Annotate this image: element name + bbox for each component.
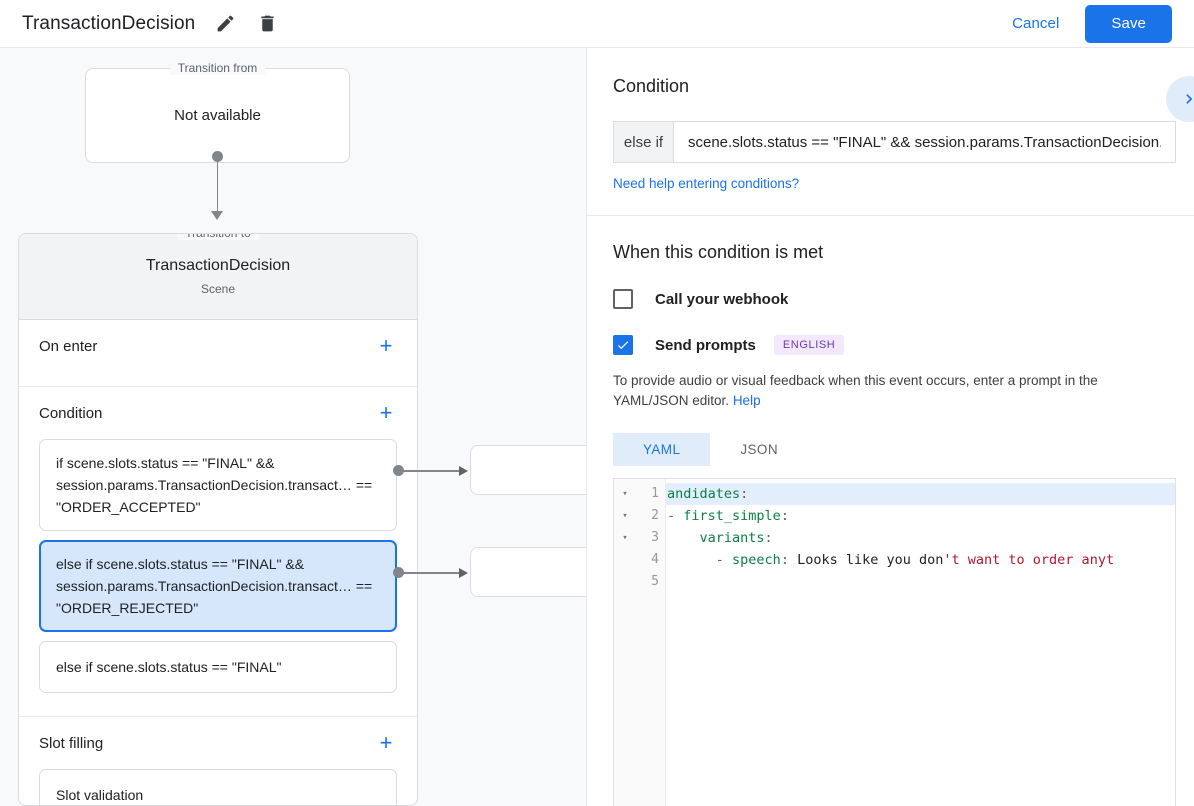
flow-canvas: Transition from Not available Transition… — [0, 48, 586, 806]
section-slot-filling: Slot filling + Slot validation — [19, 717, 417, 805]
panel-when-met-section: When this condition is met Call your web… — [587, 216, 1194, 806]
save-button[interactable]: Save — [1085, 4, 1172, 43]
line-number: 3 — [651, 530, 659, 545]
condition-edge-1 — [398, 470, 466, 472]
section-condition-header: Condition + — [39, 387, 397, 439]
code-token: andidates — [667, 486, 741, 502]
tab-yaml[interactable]: YAML — [613, 433, 711, 466]
language-badge: ENGLISH — [773, 335, 845, 355]
line-number: 5 — [651, 574, 659, 589]
prompts-description: To provide audio or visual feedback when… — [613, 371, 1168, 411]
yaml-code-editor[interactable]: ▾ ▾ ▾ 1 2 3 4 5 andidates:- first_simple… — [613, 478, 1176, 806]
line-number: 2 — [651, 508, 659, 523]
code-line: - speech: Looks like you don't want to o… — [666, 549, 1175, 571]
condition-detail-panel: Condition else if Need help entering con… — [586, 48, 1194, 806]
code-token: first_simple — [683, 508, 781, 524]
condition-item-selected[interactable]: else if scene.slots.status == "FINAL" &&… — [39, 540, 397, 632]
add-on-enter-button[interactable]: + — [379, 333, 393, 358]
condition-item[interactable]: else if scene.slots.status == "FINAL" — [39, 641, 397, 693]
top-bar: TransactionDecision Cancel Save — [0, 0, 1194, 48]
page-title: TransactionDecision — [22, 12, 196, 34]
target-node-1[interactable] — [470, 445, 586, 495]
condition-edge-arrow-1 — [459, 466, 468, 476]
line-number: 4 — [651, 552, 659, 567]
editor-code-area[interactable]: andidates:- first_simple: variants: - sp… — [666, 479, 1175, 806]
condition-edge-arrow-2 — [459, 568, 468, 578]
trash-delete-icon[interactable] — [255, 12, 279, 36]
fold-caret-icon[interactable]: ▾ — [622, 511, 628, 521]
when-condition-met-title: When this condition is met — [613, 242, 824, 262]
panel-top-section: Condition else if Need help entering con… — [587, 48, 1194, 193]
send-prompts-row[interactable]: Send prompts ENGLISH — [613, 335, 1168, 355]
cancel-button[interactable]: Cancel — [996, 7, 1075, 40]
code-token — [667, 530, 700, 546]
section-on-enter-title: On enter — [39, 337, 98, 355]
chevron-right-icon[interactable] — [1166, 76, 1194, 122]
code-token: Looks like you don — [788, 552, 944, 568]
condition-prefix-label: else if — [614, 122, 674, 162]
transition-to-legend: Transition to — [177, 234, 259, 240]
code-token: - — [667, 552, 733, 568]
scene-subtitle: Scene — [200, 282, 236, 296]
send-prompts-label: Send prompts — [655, 336, 756, 354]
condition-edge-2 — [398, 572, 466, 574]
section-slot-filling-title: Slot filling — [39, 734, 104, 752]
transition-from-value: Not available — [174, 107, 261, 124]
add-slot-filling-button[interactable]: + — [379, 730, 393, 755]
fold-caret-icon[interactable]: ▾ — [622, 533, 628, 543]
transition-to-card: Transition to TransactionDecision Scene … — [18, 233, 418, 806]
code-token: speech — [732, 552, 781, 568]
fold-caret-icon[interactable]: ▾ — [622, 489, 628, 499]
condition-item[interactable]: if scene.slots.status == "FINAL" && sess… — [39, 439, 397, 531]
code-line: - first_simple: — [666, 505, 1175, 527]
transition-from-card[interactable]: Transition from Not available — [85, 61, 350, 163]
code-line: andidates: — [666, 483, 1175, 505]
connector-line-vertical — [216, 156, 218, 213]
scene-header[interactable]: TransactionDecision Scene — [19, 234, 417, 320]
section-slot-filling-header: Slot filling + — [39, 717, 397, 769]
code-token: - — [667, 508, 684, 524]
code-line — [666, 571, 1175, 593]
call-webhook-checkbox[interactable] — [613, 289, 633, 309]
section-condition-title: Condition — [39, 404, 103, 422]
code-token: : — [780, 508, 789, 524]
code-token: variants — [699, 530, 765, 546]
editor-format-tabs: YAML JSON — [613, 433, 1168, 466]
condition-help-link[interactable]: Need help entering conditions? — [613, 176, 800, 191]
editor-fold-gutter: ▾ ▾ ▾ — [614, 479, 636, 806]
code-token: : — [740, 486, 749, 502]
slot-validation-item[interactable]: Slot validation — [39, 769, 397, 805]
send-prompts-checkbox[interactable] — [613, 335, 633, 355]
code-token: : — [764, 530, 773, 546]
section-on-enter-header: On enter + — [39, 320, 397, 372]
transition-from-legend: Transition from — [169, 61, 266, 75]
line-number: 1 — [651, 486, 659, 501]
edit-pencil-icon[interactable] — [213, 12, 237, 36]
code-line: variants: — [666, 527, 1175, 549]
connector-arrow-down — [211, 211, 223, 220]
prompts-help-link[interactable]: Help — [732, 393, 761, 408]
add-condition-button[interactable]: + — [379, 400, 393, 425]
editor-line-numbers: 1 2 3 4 5 — [636, 479, 666, 806]
call-webhook-label: Call your webhook — [655, 290, 789, 308]
tab-json[interactable]: JSON — [740, 442, 778, 457]
condition-expression-input[interactable] — [674, 122, 1175, 162]
panel-divider — [587, 215, 1194, 216]
section-on-enter: On enter + — [19, 320, 417, 387]
code-token: 't want to order anyt — [943, 552, 1115, 568]
scene-title: TransactionDecision — [145, 257, 291, 274]
prompts-description-text: To provide audio or visual feedback when… — [613, 373, 1098, 408]
code-token: : — [780, 552, 789, 568]
condition-input-row[interactable]: else if — [613, 121, 1176, 163]
section-condition: Condition + if scene.slots.status == "FI… — [19, 387, 417, 717]
webhook-row[interactable]: Call your webhook — [613, 289, 1168, 309]
target-node-2[interactable] — [470, 547, 586, 597]
panel-title: Condition — [613, 76, 690, 96]
